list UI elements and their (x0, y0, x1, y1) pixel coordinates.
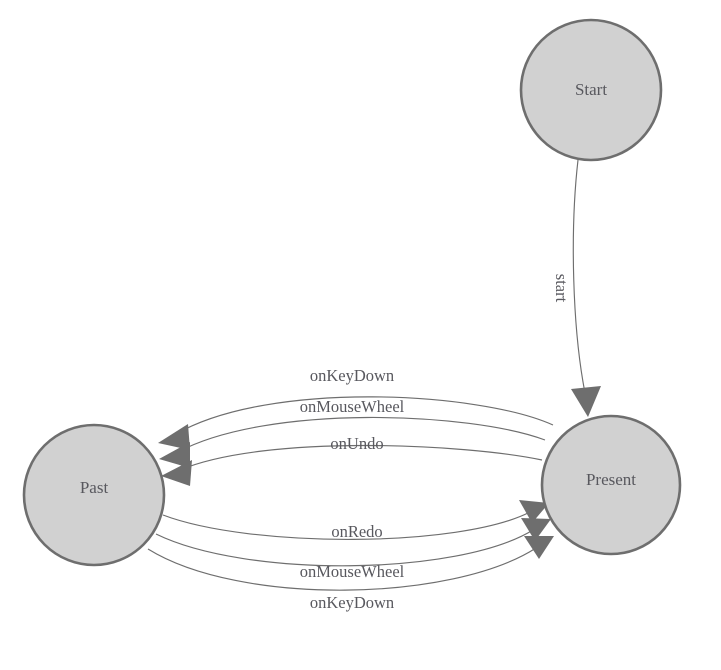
edge-present-to-past-onmousewheel[interactable]: onMouseWheel (159, 397, 546, 468)
edge-present-to-past-onundo[interactable]: onUndo (161, 434, 543, 486)
edge-label-present-past-onundo: onUndo (330, 434, 383, 453)
edge-past-to-present-onkeydown[interactable]: onKeyDown (147, 536, 554, 612)
edge-start-to-present-arrowhead (571, 386, 601, 417)
edge-past-to-present-onmousewheel-arrowhead (521, 518, 551, 541)
edges-layer: start onKeyDown onMouseWheel onUndo (147, 159, 601, 612)
edge-label-start: start (552, 274, 571, 303)
edge-past-to-present-onmousewheel-path (155, 529, 534, 567)
edge-label-present-past-onkeydown: onKeyDown (310, 366, 394, 385)
edge-label-past-present-onkeydown: onKeyDown (310, 593, 394, 612)
edge-label-past-present-onmousewheel: onMouseWheel (300, 562, 405, 581)
edge-label-present-past-onmousewheel: onMouseWheel (300, 397, 405, 416)
edge-past-to-present-onkeydown-path (147, 547, 537, 591)
edge-past-to-present-onmousewheel[interactable]: onMouseWheel (155, 518, 551, 581)
edge-present-to-past-onundo-path (179, 444, 543, 471)
node-present-label: Present (586, 470, 636, 489)
node-past[interactable]: Past (22, 423, 166, 567)
edge-present-to-past-onmousewheel-path (177, 416, 546, 453)
edge-label-past-present-onredo: onRedo (331, 522, 382, 541)
nodes-layer: Start Past Present (22, 18, 682, 567)
edge-past-to-present-onredo-arrowhead (519, 500, 549, 523)
edge-present-to-past-onkeydown-path (175, 396, 554, 435)
edge-past-to-present-onkeydown-arrowhead (524, 536, 554, 559)
edge-start-to-present-path (572, 159, 587, 399)
edge-present-to-past-onundo-arrowhead (161, 460, 192, 486)
edge-present-to-past-onkeydown-arrowhead (158, 424, 190, 450)
edge-past-to-present-onredo[interactable]: onRedo (162, 500, 549, 541)
edge-present-to-past-onkeydown[interactable]: onKeyDown (158, 366, 554, 450)
node-present-circle (540, 414, 682, 556)
node-start-circle (519, 18, 663, 162)
edge-start-to-present[interactable]: start (552, 159, 601, 417)
node-past-circle (22, 423, 166, 567)
edge-present-to-past-onmousewheel-arrowhead (159, 442, 190, 468)
node-start-label: Start (575, 80, 607, 99)
node-present[interactable]: Present (540, 414, 682, 556)
edge-past-to-present-onredo-path (162, 511, 531, 540)
node-start[interactable]: Start (519, 18, 663, 162)
node-past-label: Past (80, 478, 109, 497)
